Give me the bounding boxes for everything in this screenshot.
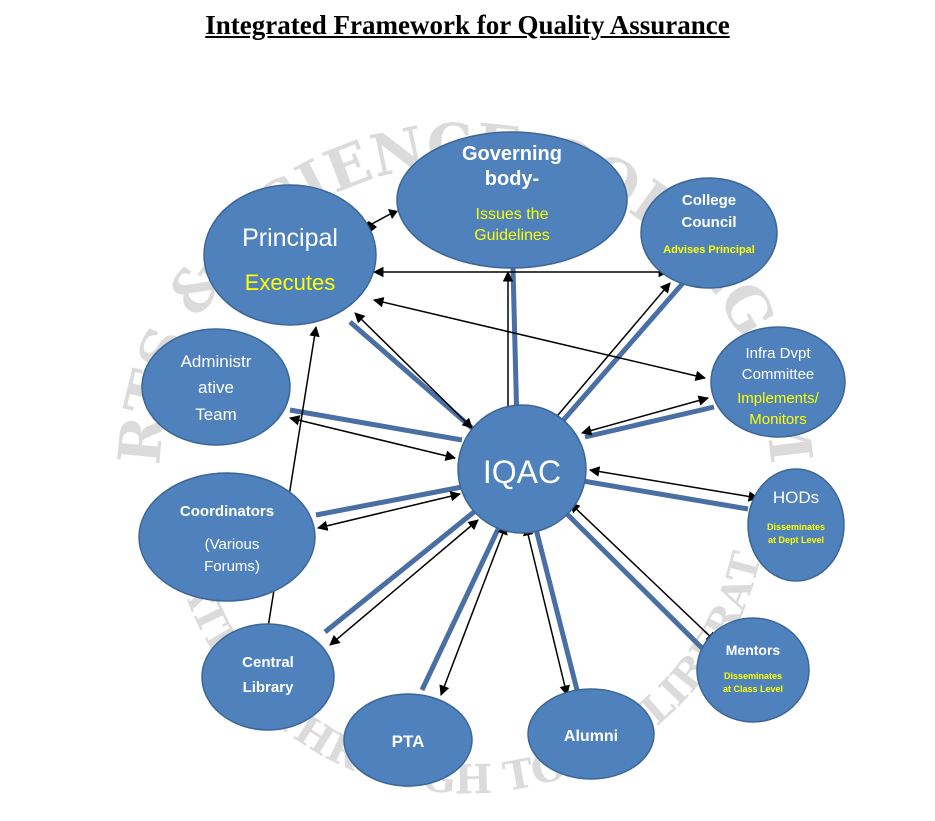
node-coordinators-sub-1: (Various	[205, 536, 260, 553]
node-mentors[interactable]: Mentors Disseminates at Class Level	[696, 617, 810, 723]
spoke-principal	[348, 320, 482, 437]
node-coordinators[interactable]: Coordinators (Various Forums)	[138, 472, 316, 602]
node-hods-label: HODs	[773, 488, 819, 507]
node-hods-sub-1: Disseminates	[767, 522, 825, 532]
arrow-infra-iqac	[580, 395, 710, 436]
node-infra-committee[interactable]: Infra Dvpt Committee Implements/ Monitor…	[710, 326, 846, 438]
node-mentors-sub-1: Disseminates	[724, 671, 782, 681]
node-iqac[interactable]: IQAC	[457, 404, 587, 534]
arrow-alumni-iqac	[523, 524, 570, 697]
node-iqac-label: IQAC	[483, 454, 561, 490]
node-library-label-2: Library	[243, 679, 295, 696]
spoke-infra	[584, 404, 715, 440]
node-council-label-1: College	[682, 192, 736, 209]
node-college-council[interactable]: College Council Advises Principal	[640, 177, 778, 289]
node-coordinators-label: Coordinators	[180, 503, 274, 520]
node-infra-label-1: Infra Dvpt	[745, 345, 811, 362]
node-governing-sub-2: Guidelines	[474, 227, 550, 244]
spoke-alumni	[532, 524, 580, 691]
node-governing-sub-1: Issues the	[476, 206, 549, 223]
node-governing-label-1: Governing	[462, 143, 562, 165]
node-alumni[interactable]: Alumni	[527, 688, 655, 780]
node-governing-body[interactable]: Governing body- Issues the Guidelines	[396, 131, 628, 269]
node-hods[interactable]: HODs Disseminates at Dept Level	[747, 468, 845, 582]
node-hods-sub-2: at Dept Level	[768, 535, 824, 545]
node-administrative-team[interactable]: Administr ative Team	[141, 328, 291, 446]
arrow-pta-iqac	[439, 524, 508, 696]
node-infra-sub-2: Monitors	[749, 411, 807, 428]
arrow-library-iqac	[329, 519, 479, 646]
node-governing-label-2: body-	[485, 168, 539, 190]
node-pta-label: PTA	[392, 732, 425, 751]
node-alumni-label: Alumni	[564, 728, 618, 745]
node-mentors-sub-2: at Class Level	[723, 684, 783, 694]
node-council-sub: Advises Principal	[663, 244, 755, 256]
arrow-mentors-iqac	[569, 502, 717, 643]
node-infra-label-2: Committee	[742, 366, 815, 383]
arrows	[262, 266, 760, 697]
node-central-library[interactable]: Central Library	[201, 623, 335, 731]
node-admin-label-3: Team	[195, 405, 237, 424]
spoke-governing	[510, 267, 520, 426]
node-admin-label-1: Administr	[181, 352, 252, 371]
arrow-principal-iqac	[354, 312, 473, 429]
node-principal[interactable]: Principal Executes	[203, 184, 377, 326]
spoke-mentors	[563, 510, 710, 656]
node-library-label-1: Central	[242, 654, 294, 671]
node-admin-label-2: ative	[198, 378, 234, 397]
node-coordinators-sub-2: Forums)	[204, 558, 260, 575]
node-principal-label: Principal	[242, 224, 338, 252]
node-council-label-2: Council	[682, 214, 737, 231]
page-title: Integrated Framework for Quality Assuran…	[205, 10, 730, 40]
node-pta[interactable]: PTA	[343, 693, 473, 787]
node-principal-sub: Executes	[245, 270, 336, 295]
node-infra-sub-1: Implements/	[737, 390, 820, 407]
spoke-library	[323, 510, 476, 634]
arrow-principal-infra	[372, 297, 707, 381]
node-mentors-label: Mentors	[726, 642, 781, 658]
spoke-pta	[419, 523, 503, 692]
spoke-hods	[582, 478, 749, 512]
arrow-hods-iqac	[588, 466, 760, 502]
